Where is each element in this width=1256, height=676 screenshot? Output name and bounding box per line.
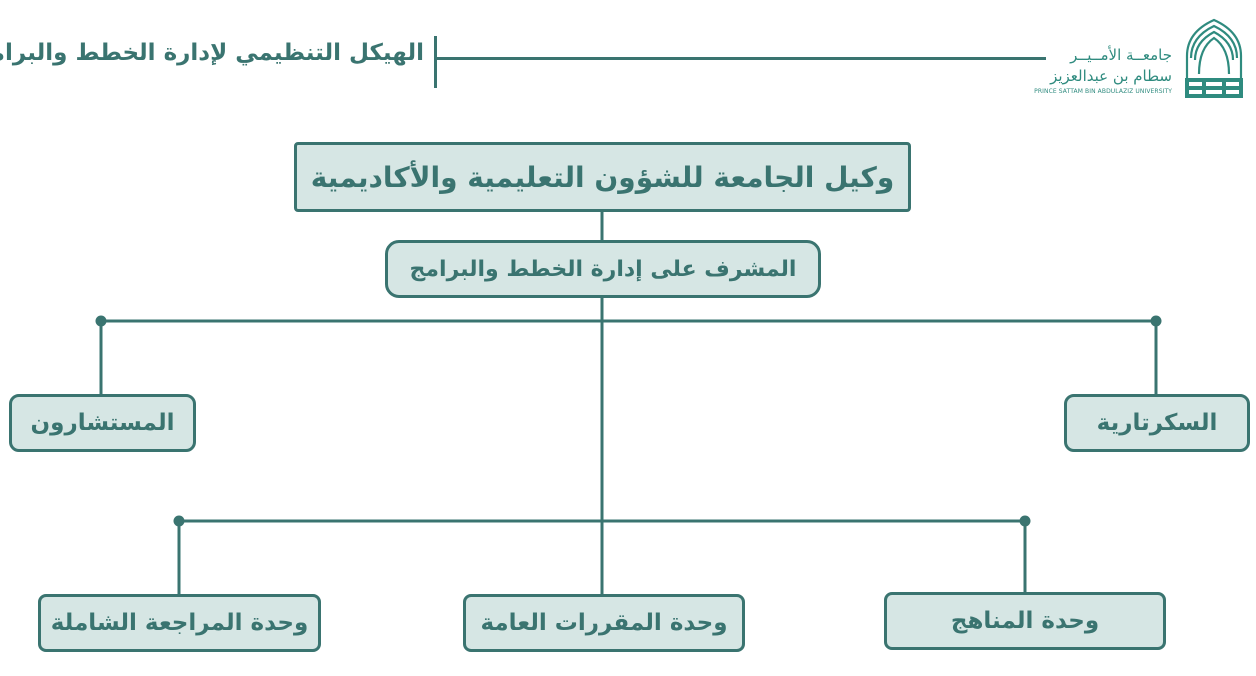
header-divider [434,36,437,88]
node-general-courses-unit: وحدة المقررات العامة [463,594,745,652]
node-advisors: المستشارون [9,394,196,452]
node-comprehensive-review-unit: وحدة المراجعة الشاملة [38,594,321,652]
logo-text-english: PRINCE SATTAM BIN ABDULAZIZ UNIVERSITY [1034,88,1172,95]
node-curricula-unit: وحدة المناهج [884,592,1166,650]
node-vice-rector: وكيل الجامعة للشؤون التعليمية والأكاديمي… [294,142,911,212]
logo-text-line2: سطام بن عبدالعزيز [1050,67,1172,85]
university-logo: جامعــة الأمــيــر سطام بن عبدالعزيز PRI… [1034,16,1246,100]
logo-text-line1: جامعــة الأمــيــر [1070,46,1172,64]
page-title: الهيكل التنظيمي لإدارة الخطط والبرامج [0,40,424,66]
connector-dot [95,315,107,327]
header-rule [436,57,1046,60]
node-supervisor: المشرف على إدارة الخطط والبرامج [385,240,821,298]
connector-dot [173,515,185,527]
connector-dot [1019,515,1031,527]
university-logo-icon [1185,18,1243,98]
node-secretariat: السكرتارية [1064,394,1250,452]
connector-dot [1150,315,1162,327]
